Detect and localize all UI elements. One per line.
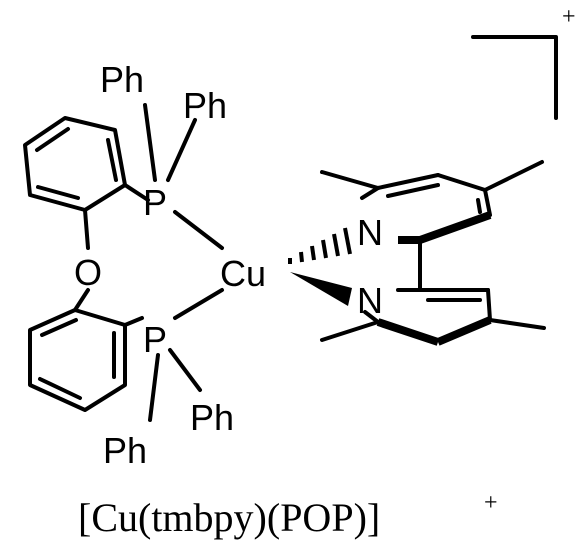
- caption-charge: +: [484, 490, 498, 516]
- methyl-lower-left: [320, 320, 380, 342]
- bond-p-ph3: [168, 348, 202, 392]
- atom-ph3: Ph: [190, 397, 234, 438]
- charge-bracket: [471, 35, 558, 120]
- solid-wedge-cu-n-bottom: [290, 272, 352, 306]
- caption-name: [Cu(tmbpy)(POP)]: [78, 495, 380, 540]
- lower-phenyl-ring: [28, 308, 127, 412]
- atom-ph2: Ph: [183, 85, 227, 126]
- atom-n-top: N: [357, 212, 383, 253]
- bond-p-ph2: [166, 118, 197, 182]
- hashed-wedge-cu-n-top: [288, 227, 352, 264]
- atom-n-bottom: N: [357, 280, 383, 321]
- bond-ring-p-top: [123, 183, 150, 202]
- bond-p-cu-top: [173, 210, 224, 250]
- bond-ring-o-lower: [73, 288, 90, 312]
- lower-pyridine-ring: [363, 288, 492, 346]
- upper-phenyl-ring: [23, 116, 127, 212]
- bond-p-cu-bottom: [173, 288, 224, 320]
- atom-p-top: P: [143, 182, 167, 223]
- atom-oxygen: O: [74, 252, 102, 293]
- atom-ph1: Ph: [100, 59, 144, 100]
- upper-pyridine-ring: [360, 173, 492, 244]
- atom-ph4: Ph: [103, 430, 147, 471]
- compound-caption: [Cu(tmbpy)(POP)]: [78, 495, 380, 540]
- bond-p-ph4: [148, 353, 160, 422]
- methyl-upper-right: [483, 160, 544, 192]
- atom-copper: Cu: [220, 253, 266, 294]
- bond-ring-p-bottom: [123, 316, 144, 327]
- methyl-lower-right: [488, 318, 546, 330]
- bracket-charge: +: [562, 4, 576, 30]
- methyl-upper-left: [320, 170, 380, 190]
- bond-ring-o-upper: [83, 208, 90, 250]
- bond-p-ph1: [143, 103, 157, 182]
- atom-p-bottom: P: [143, 319, 167, 360]
